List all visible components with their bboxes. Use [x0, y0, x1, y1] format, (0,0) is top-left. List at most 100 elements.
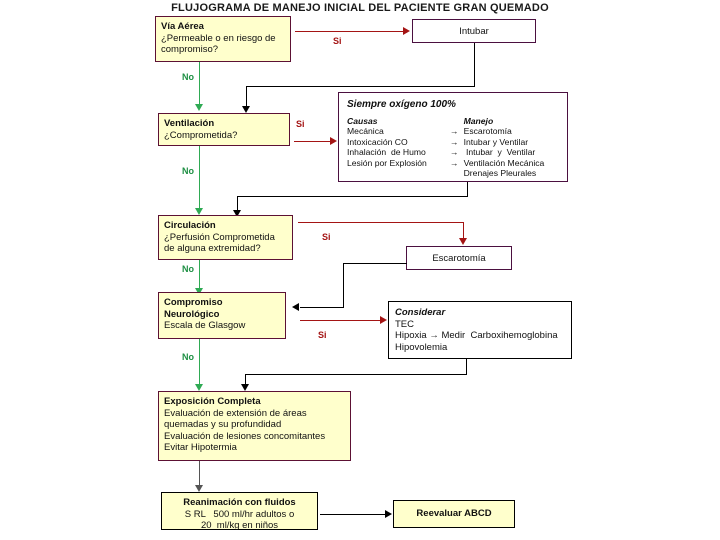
arrowhead-ventilation-no [194, 208, 203, 215]
connector-circulation-yes [298, 222, 463, 223]
oxygen-row: Lesión por Explosión → Ventilación Mecán… [347, 158, 559, 169]
box-oxygen[interactable]: Siempre oxígeno 100% Causas Manejo Mecán… [338, 92, 568, 182]
oxygen-arrow-icon: → [449, 126, 459, 137]
arrowhead-resus-to-reassess [385, 509, 392, 518]
connector-oxygen-to-circ [237, 196, 238, 212]
neuro-line-1: Compromiso [164, 297, 223, 308]
oxygen-cause: Lesión por Explosión [347, 157, 427, 168]
connector-neuro-yes [300, 320, 380, 321]
exposure-line-3: Evaluación de lesiones concomitantes [164, 430, 326, 442]
oxygen-cause: Mecánica [347, 126, 384, 137]
ventilation-line-1: Ventilación [164, 118, 215, 129]
connector-consider-down [466, 359, 467, 374]
exposure-header: Exposición Completa [164, 396, 261, 407]
connector-oxygen-left [237, 196, 468, 197]
connector-circulation-yes-down [463, 222, 464, 241]
arrowhead-neuro-yes [380, 315, 387, 324]
connector-intubate-down [474, 43, 475, 86]
box-resuscitation[interactable]: Reanimación con fluidos S RL 500 ml/hr a… [161, 492, 318, 531]
airway-line-2: ¿Permeable o en riesgo de [161, 32, 276, 44]
label-yes-circulation: Si [322, 232, 331, 242]
label-yes-neuro: Si [318, 330, 327, 340]
neuro-line-2: Neurológico [164, 308, 220, 320]
oxygen-arrow-icon: → [449, 147, 459, 158]
oxygen-management: Intubar y Ventilar [463, 147, 536, 158]
label-no-circulation: No [182, 264, 194, 274]
box-escharotomy[interactable]: Escarotomía [406, 246, 512, 270]
connector-airway-yes [295, 31, 403, 32]
oxygen-header: Siempre oxígeno 100% [347, 99, 456, 110]
oxygen-arrow-spacer [445, 168, 464, 179]
arrowhead-consider-to-exposure [240, 384, 249, 391]
oxygen-table: Causas Manejo Mecánica → Escarotomía Int… [347, 116, 559, 180]
oxygen-management: Ventilación Mecánica [463, 157, 545, 168]
label-no-airway: No [182, 72, 194, 82]
oxygen-col1-header: Causas [347, 115, 378, 126]
box-ventilation[interactable]: Ventilación ¿Comprometida? [158, 113, 290, 146]
connector-circulation-no [199, 260, 200, 292]
arrowhead-intubate-to-vent [241, 106, 250, 113]
oxygen-arrow-icon: → [449, 136, 459, 147]
oxygen-col2-header: Manejo [463, 115, 494, 126]
oxygen-cause: Inhalación de Humo [347, 147, 426, 158]
exposure-line-1: Evaluación de extensión de áreas [164, 407, 307, 419]
oxygen-row: Drenajes Pleurales [347, 168, 559, 179]
arrowhead-escharotomy-to-neuro [292, 302, 299, 311]
oxygen-col-spacer [445, 116, 464, 127]
connector-escharotomy-to-neuro [300, 307, 344, 308]
consider-line-1: TEC [395, 318, 414, 330]
box-consider[interactable]: Considerar TEC Hipoxia → Medir Carboxihe… [388, 301, 572, 359]
oxygen-row: Intoxicación CO → Intubar y Ventilar [347, 137, 559, 148]
box-airway[interactable]: Vía Aérea ¿Permeable o en riesgo de comp… [155, 16, 291, 62]
oxygen-management: Drenajes Pleurales [463, 168, 537, 179]
airway-line-3: compromiso? [161, 44, 219, 55]
circulation-line-2: ¿Perfusión Comprometida [164, 231, 275, 243]
page-title: FLUJOGRAMA DE MANEJO INICIAL DEL PACIENT… [171, 2, 549, 14]
consider-header: Considerar [395, 307, 446, 318]
oxygen-cause [347, 168, 445, 179]
oxygen-management: Escarotomía [463, 126, 512, 137]
connector-exposure-to-resus [199, 461, 200, 488]
label-yes-ventilation: Si [296, 119, 305, 129]
connector-neuro-no [199, 339, 200, 387]
arrowhead-airway-yes [403, 26, 410, 35]
consider-line-3: Hipovolemia [395, 341, 448, 353]
box-circulation[interactable]: Circulación ¿Perfusión Comprometida de a… [158, 215, 293, 260]
label-no-ventilation: No [182, 166, 194, 176]
exposure-line-4: Evitar Hipotermia [164, 442, 237, 453]
arrowhead-oxygen-to-circ [232, 210, 241, 217]
box-exposure[interactable]: Exposición Completa Evaluación de extens… [158, 391, 351, 461]
reassess-label: Reevaluar ABCD [416, 508, 492, 519]
oxygen-row: Mecánica → Escarotomía [347, 126, 559, 137]
connector-consider-to-exposure [245, 374, 246, 386]
resuscitation-line-2: S RL 500 ml/hr adultos o [184, 508, 295, 520]
oxygen-management: Intubar y Ventilar [463, 136, 529, 147]
label-yes-airway: Si [333, 36, 342, 46]
box-neurologic[interactable]: Compromiso Neurológico Escala de Glasgow [158, 292, 286, 339]
box-reassess[interactable]: Reevaluar ABCD [393, 500, 515, 528]
connector-ventilation-yes [294, 141, 330, 142]
resuscitation-line-1: Reanimación con fluidos [183, 497, 296, 508]
arrowhead-neuro-no [194, 384, 203, 391]
connector-consider-left [245, 374, 467, 375]
connector-ventilation-no [199, 146, 200, 210]
oxygen-table-header-row: Causas Manejo [347, 116, 559, 127]
connector-resus-to-reassess [320, 514, 385, 515]
resuscitation-line-3: 20 ml/kg en niños [200, 520, 279, 531]
arrowhead-circulation-no [194, 288, 203, 295]
exposure-line-2: quemadas y su profundidad [164, 419, 282, 430]
consider-line-2: Hipoxia → Medir Carboxihemoglobina [395, 330, 558, 341]
connector-intubate-to-vent [246, 86, 247, 108]
airway-line-1: Vía Aérea [161, 21, 204, 32]
connector-airway-no [199, 62, 200, 106]
circulation-line-1: Circulación [164, 220, 216, 231]
connector-escharotomy-down [343, 263, 344, 307]
box-intubate[interactable]: Intubar [412, 19, 536, 43]
oxygen-arrow-icon: → [449, 157, 459, 168]
arrowhead-exposure-to-resus [194, 485, 203, 492]
ventilation-line-2: ¿Comprometida? [164, 129, 238, 141]
circulation-line-3: de alguna extremidad? [164, 243, 261, 254]
neuro-line-3: Escala de Glasgow [164, 320, 246, 331]
escharotomy-label: Escarotomía [432, 253, 486, 264]
arrowhead-circulation-yes [458, 238, 467, 245]
